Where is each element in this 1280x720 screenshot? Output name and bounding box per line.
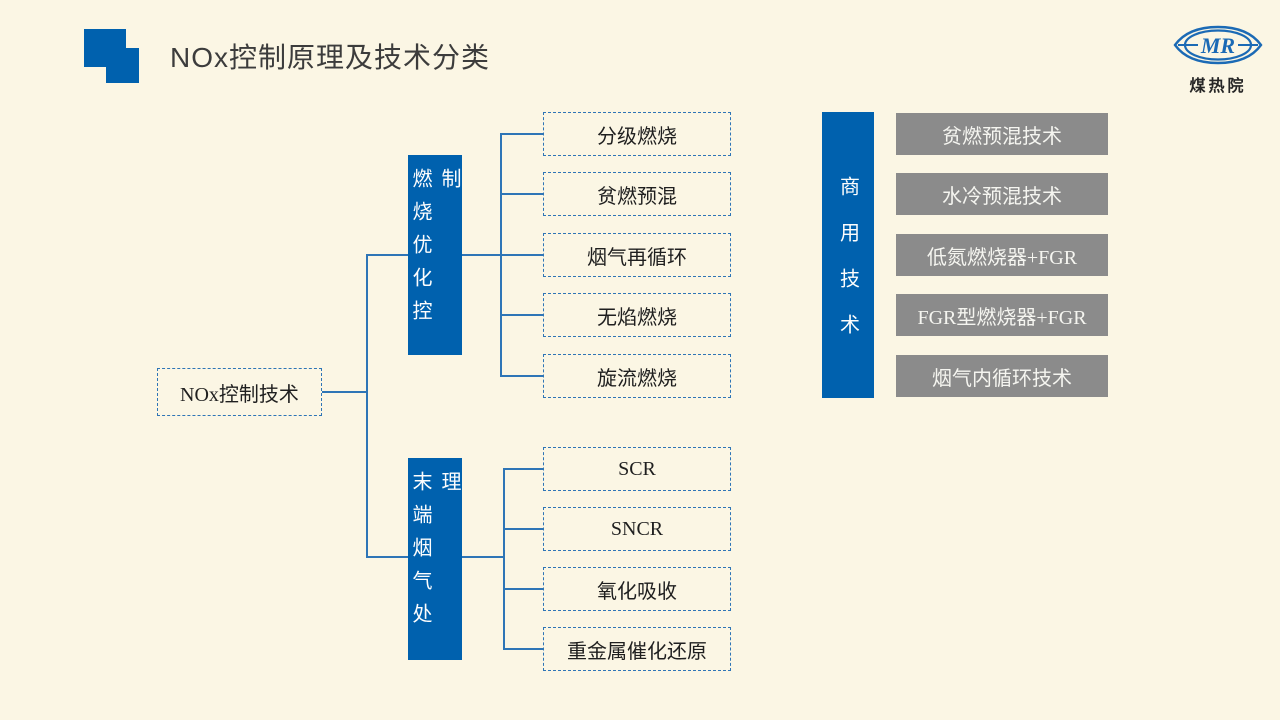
commercial-item-low-nox-burner-fgr: 低氮燃烧器+FGR — [896, 234, 1108, 276]
commercial-item-label: FGR型燃烧器+FGR — [917, 306, 1087, 329]
leaf-label: 贫燃预混 — [597, 185, 677, 208]
commercial-item-water-cooled-premix: 水冷预混技术 — [896, 173, 1108, 215]
commercial-item-label: 烟气内循环技术 — [932, 367, 1072, 390]
logo-monogram: MR — [1200, 33, 1235, 58]
connector-line — [500, 254, 544, 256]
branch-label: 末端烟气处理 — [409, 471, 460, 636]
leaf-label: SNCR — [610, 517, 664, 540]
leaf-label: 旋流燃烧 — [597, 367, 677, 390]
commercial-header: 商用技术 — [822, 112, 874, 398]
connector-line — [366, 254, 368, 557]
connector-line — [500, 314, 544, 316]
commercial-item-internal-flue-gas-recirculation: 烟气内循环技术 — [896, 355, 1108, 397]
connector-line — [500, 193, 544, 195]
leaf-node-sncr: SNCR — [543, 507, 731, 551]
connector-line — [462, 254, 501, 256]
leaf-label: 重金属催化还原 — [567, 640, 707, 663]
page-title: NOx控制原理及技术分类 — [170, 42, 491, 73]
leaf-node-scr: SCR — [543, 447, 731, 491]
commercial-item-lean-premix: 贫燃预混技术 — [896, 113, 1108, 155]
connector-line — [322, 391, 367, 393]
root-node: NOx控制技术 — [157, 368, 322, 416]
commercial-item-fgr-burner-fgr: FGR型燃烧器+FGR — [896, 294, 1108, 336]
connector-line — [503, 588, 544, 590]
leaf-label: 分级燃烧 — [597, 125, 677, 148]
connector-line — [500, 133, 544, 135]
leaf-node-staged-combustion: 分级燃烧 — [543, 112, 731, 156]
commercial-item-label: 低氮燃烧器+FGR — [926, 246, 1078, 269]
branch-label: 燃烧优化控制 — [409, 168, 460, 333]
connector-line — [503, 468, 505, 650]
commercial-header-label: 商用技术 — [836, 176, 859, 360]
leaf-label: 烟气再循环 — [587, 246, 687, 269]
connector-line — [503, 648, 544, 650]
leaf-node-swirl-combustion: 旋流燃烧 — [543, 354, 731, 398]
branch-flue-gas-treatment: 末端烟气处理 — [408, 458, 462, 660]
connector-line — [462, 556, 504, 558]
org-name: 煤热院 — [1189, 78, 1247, 95]
org-logo: MR 煤热院 — [1168, 24, 1268, 96]
branch-combustion-optimization: 燃烧优化控制 — [408, 155, 462, 355]
connector-line — [366, 556, 408, 558]
commercial-item-label: 水冷预混技术 — [942, 185, 1062, 208]
leaf-node-lean-premix: 贫燃预混 — [543, 172, 731, 216]
leaf-label: 氧化吸收 — [597, 580, 677, 603]
title-accent-square-small — [106, 48, 139, 83]
logo-mark-icon: MR — [1173, 25, 1263, 65]
leaf-label: SCR — [618, 457, 656, 480]
connector-line — [500, 375, 544, 377]
connector-line — [366, 254, 408, 256]
commercial-item-label: 贫燃预混技术 — [942, 125, 1062, 148]
leaf-label: 无焰燃烧 — [597, 306, 677, 329]
leaf-node-oxidation-absorption: 氧化吸收 — [543, 567, 731, 611]
connector-line — [503, 528, 544, 530]
leaf-node-heavy-metal-catalytic-reduction: 重金属催化还原 — [543, 627, 731, 671]
leaf-node-flameless-combustion: 无焰燃烧 — [543, 293, 731, 337]
root-node-label: NOx控制技术 — [180, 383, 299, 406]
leaf-node-flue-gas-recirculation: 烟气再循环 — [543, 233, 731, 277]
connector-line — [503, 468, 544, 470]
